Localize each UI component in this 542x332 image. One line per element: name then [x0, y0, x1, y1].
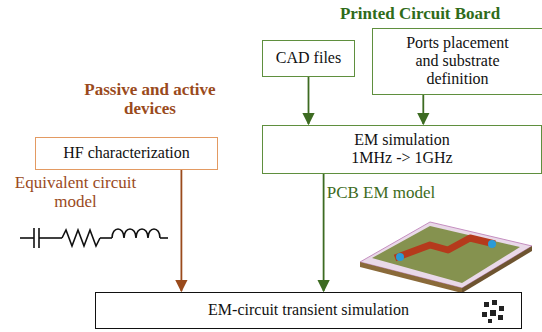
section-heading: Passive and active devices [70, 80, 230, 118]
pcb-illustration [360, 222, 532, 293]
process-box: EM simulation 1MHz -> 1GHz [262, 125, 542, 174]
box-text: EM simulation 1MHz -> 1GHz [342, 131, 462, 167]
edge-label: Equivalent circuit model [8, 173, 143, 211]
simulator-icon [482, 300, 504, 323]
flow-arrow [308, 77, 310, 124]
process-box: HF characterization [35, 137, 218, 170]
flow-arrow [422, 95, 424, 124]
box-text: CAD files [274, 49, 344, 67]
section-heading: Printed Circuit Board [320, 4, 520, 23]
flow-arrow [323, 174, 325, 291]
process-box: Ports placement and substrate definition [372, 28, 542, 95]
process-box: CAD files [262, 40, 355, 77]
box-text: EM-circuit transient simulation [119, 301, 499, 319]
edge-label: PCB EM model [316, 183, 446, 202]
circuit-symbol [20, 228, 168, 248]
flow-arrow [180, 170, 182, 291]
box-text: HF characterization [57, 144, 197, 162]
process-box: EM-circuit transient simulation [95, 292, 522, 329]
box-text: Ports placement and substrate definition [398, 34, 518, 88]
